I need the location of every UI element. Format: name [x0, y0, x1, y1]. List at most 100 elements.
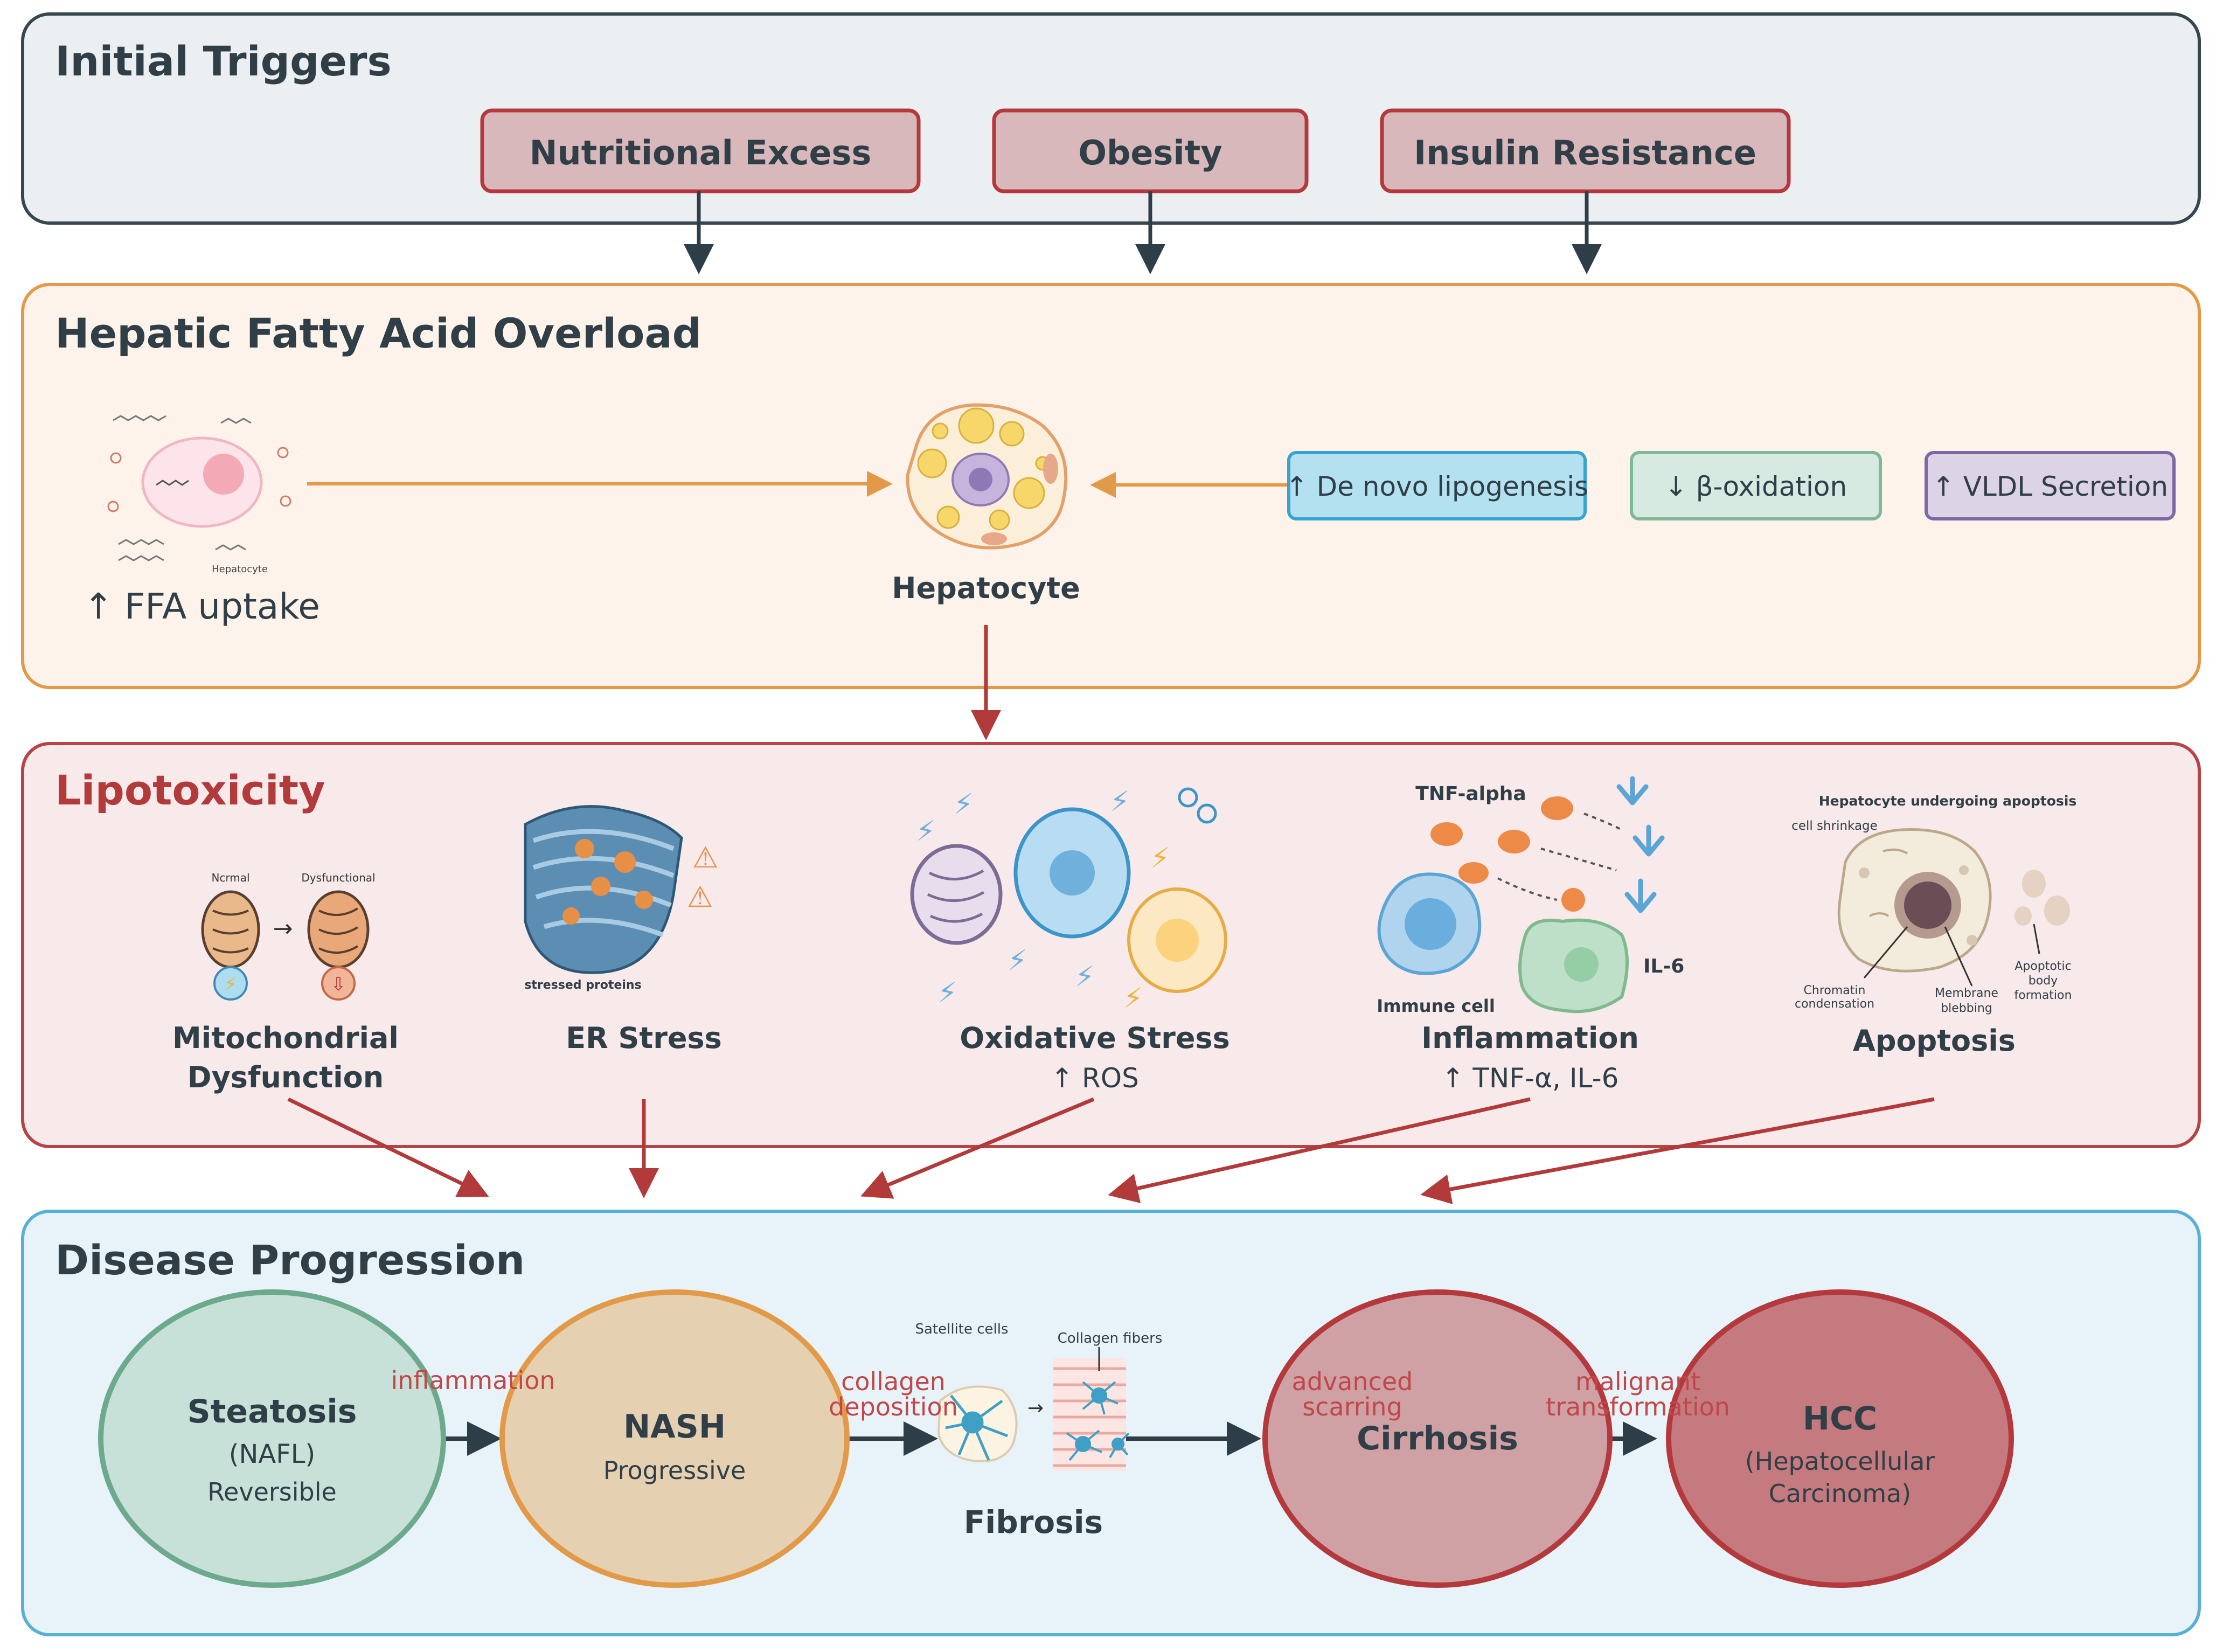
- energy-bolt-icon: [213, 966, 248, 1001]
- warning-icon: ⚠: [692, 841, 718, 874]
- svg-text:↑ ROS: ↑ ROS: [1051, 1063, 1139, 1094]
- pathway-vldl-secretion: ↑ VLDL Secretion: [1925, 451, 2176, 520]
- section-lipotoxicity: Lipotoxicity Ncrmal Dysfunctional → ⚡ ⇩ …: [21, 742, 2201, 1204]
- cytokine-icon: [1498, 830, 1530, 853]
- oxidative-stress-group: ⚡ ⚡ ⚡ ⚡ ⚡ ⚡ ⚡ ⚡ Oxidative Stress ↑ ROS: [910, 786, 1230, 1094]
- er-stress-group: ⚠ ⚠ stressed proteins ER Stress: [524, 805, 722, 1055]
- pathway-de-novo-lipogenesis: ↑ De novo lipogenesis: [1286, 451, 1588, 520]
- ffa-icon-caption: Hepatocyte: [212, 564, 268, 575]
- trigger-insulin-resistance: Insulin Resistance: [1380, 108, 1791, 193]
- satellite-cell-icon: [945, 1394, 1008, 1461]
- annotation-malignant: malignant: [1575, 1367, 1700, 1396]
- svg-text:Obesity: Obesity: [1078, 133, 1222, 172]
- svg-text:NASH: NASH: [623, 1408, 726, 1446]
- svg-text:Mitochondrial: Mitochondrial: [172, 1021, 399, 1055]
- svg-text:Collagen fibers: Collagen fibers: [1058, 1330, 1163, 1346]
- svg-text:blebbing: blebbing: [1941, 1002, 1992, 1015]
- annotation-inflammation: inflammation: [391, 1366, 555, 1395]
- svg-text:Carcinoma): Carcinoma): [1769, 1479, 1912, 1508]
- dysfunctional-mitochondrion-icon: [307, 890, 370, 969]
- annotation-advanced: advanced: [1292, 1367, 1413, 1396]
- arrow-ox-to-disease: [860, 1097, 1095, 1199]
- apoptosis-group: Hepatocyte undergoing apoptosis cell shr…: [1791, 793, 2076, 1058]
- arrow-mito-to-disease: [287, 1097, 489, 1197]
- svg-text:Immune cell: Immune cell: [1377, 996, 1495, 1016]
- svg-text:Satellite cells: Satellite cells: [915, 1321, 1008, 1337]
- svg-text:Apoptosis: Apoptosis: [1853, 1024, 2016, 1058]
- svg-text:Inflammation: Inflammation: [1421, 1021, 1639, 1055]
- stage-nash: NASH Progressive: [499, 1289, 850, 1588]
- overload-title: Hepatic Fatty Acid Overload: [55, 309, 701, 357]
- svg-text:Dysfunction: Dysfunction: [187, 1060, 384, 1094]
- ros-bubble-icon: [1178, 787, 1198, 808]
- lightning-icon: ⚡: [1008, 945, 1027, 977]
- annotation-transformation: transformation: [1546, 1392, 1730, 1421]
- apoptotic-body-icon: [2014, 906, 2032, 926]
- triggers-title: Initial Triggers: [55, 37, 392, 85]
- annotation-scarring: scarring: [1302, 1392, 1402, 1421]
- lightning-icon: ⚡: [1075, 961, 1095, 993]
- svg-text:Membrane: Membrane: [1935, 987, 1998, 1000]
- cytokine-icon: [1458, 862, 1489, 884]
- ros-bubble-icon: [1197, 803, 1217, 824]
- svg-text:⚡: ⚡: [224, 974, 237, 995]
- svg-text:Ncrmal: Ncrmal: [211, 871, 249, 884]
- svg-text:Chromatin: Chromatin: [1804, 984, 1866, 997]
- svg-text:TNF-alpha: TNF-alpha: [1415, 783, 1526, 805]
- antibody-icon: [1616, 776, 1665, 913]
- arrow-inflam-to-disease: [1108, 1097, 1531, 1203]
- annotation-collagen: collagen: [841, 1367, 946, 1396]
- trigger-obesity: Obesity: [992, 108, 1309, 193]
- arrow-apop-to-disease: [1420, 1097, 1935, 1204]
- lightning-icon: ⚡: [916, 815, 936, 848]
- inflammation-group: TNF-alpha IL-6 Immune cell Inflammation …: [1377, 776, 1684, 1094]
- ffa-uptake-label: ↑ FFA uptake: [84, 586, 320, 627]
- svg-text:formation: formation: [2014, 989, 2072, 1002]
- svg-text:Progressive: Progressive: [603, 1456, 746, 1485]
- section-initial-triggers: Initial Triggers Nutritional Excess Obes…: [21, 12, 2201, 274]
- svg-text:Dysfunctional: Dysfunctional: [301, 871, 375, 884]
- stage-hcc: HCC (Hepatocellular Carcinoma): [1666, 1289, 2014, 1588]
- mito-arrow-icon: →: [273, 915, 293, 942]
- svg-text:Fibrosis: Fibrosis: [964, 1504, 1103, 1540]
- trigger-nutritional-excess: Nutritional Excess: [480, 108, 921, 193]
- disease-title: Disease Progression: [55, 1236, 525, 1284]
- svg-text:Insulin Resistance: Insulin Resistance: [1414, 133, 1756, 172]
- svg-text:↑ VLDL Secretion: ↑ VLDL Secretion: [1932, 471, 2168, 502]
- hepatocyte-label: Hepatocyte: [892, 571, 1080, 605]
- svg-text:(NAFL): (NAFL): [229, 1439, 316, 1469]
- cytokine-icon: [1561, 888, 1585, 912]
- svg-text:Nutritional Excess: Nutritional Excess: [530, 133, 872, 172]
- apoptotic-body-icon: [2022, 870, 2046, 898]
- apoptotic-body-icon: [2044, 896, 2070, 926]
- svg-text:body: body: [2029, 974, 2058, 988]
- svg-text:ER Stress: ER Stress: [566, 1021, 722, 1055]
- svg-text:IL-6: IL-6: [1643, 955, 1684, 977]
- svg-text:stressed proteins: stressed proteins: [524, 978, 641, 992]
- svg-text:condensation: condensation: [1795, 997, 1874, 1011]
- lightning-icon: ⚡: [1150, 842, 1170, 874]
- svg-text:↑ De novo lipogenesis: ↑ De novo lipogenesis: [1286, 471, 1588, 502]
- mitochondrial-dysfunction-group: Ncrmal Dysfunctional → ⚡ ⇩ Mitochondrial…: [172, 871, 399, 1094]
- energy-down-icon: [321, 966, 356, 1001]
- lipotoxicity-title: Lipotoxicity: [55, 766, 325, 814]
- warning-icon: ⚠: [687, 880, 713, 914]
- mitochondrion-icon: [910, 844, 1003, 945]
- svg-text:↑ TNF-α, IL-6: ↑ TNF-α, IL-6: [1442, 1063, 1619, 1094]
- lightning-icon: ⚡: [937, 977, 957, 1009]
- svg-text:Reversible: Reversible: [207, 1477, 337, 1507]
- svg-text:(Hepatocellular: (Hepatocellular: [1745, 1447, 1935, 1476]
- cytokine-icon: [1541, 796, 1573, 820]
- svg-text:cell shrinkage: cell shrinkage: [1791, 819, 1878, 833]
- svg-text:Steatosis: Steatosis: [187, 1393, 357, 1431]
- fibrosis-arrow-icon: →: [1027, 1397, 1044, 1419]
- lightning-icon: ⚡: [954, 788, 974, 821]
- hepatocyte-illustration: Hepatocyte: [892, 403, 1080, 605]
- stage-fibrosis: Satellite cells Collagen fibers →: [915, 1321, 1162, 1540]
- annotation-deposition: deposition: [829, 1392, 958, 1421]
- normal-mitochondrion-icon: [201, 890, 260, 969]
- svg-text:Oxidative Stress: Oxidative Stress: [960, 1021, 1230, 1055]
- cytokine-icon: [1430, 822, 1463, 846]
- collagen-fibers-icon: [1053, 1347, 1130, 1471]
- section-fatty-acid-overload: Hepatic Fatty Acid Overload Hepatocyte ↑…: [21, 283, 2201, 740]
